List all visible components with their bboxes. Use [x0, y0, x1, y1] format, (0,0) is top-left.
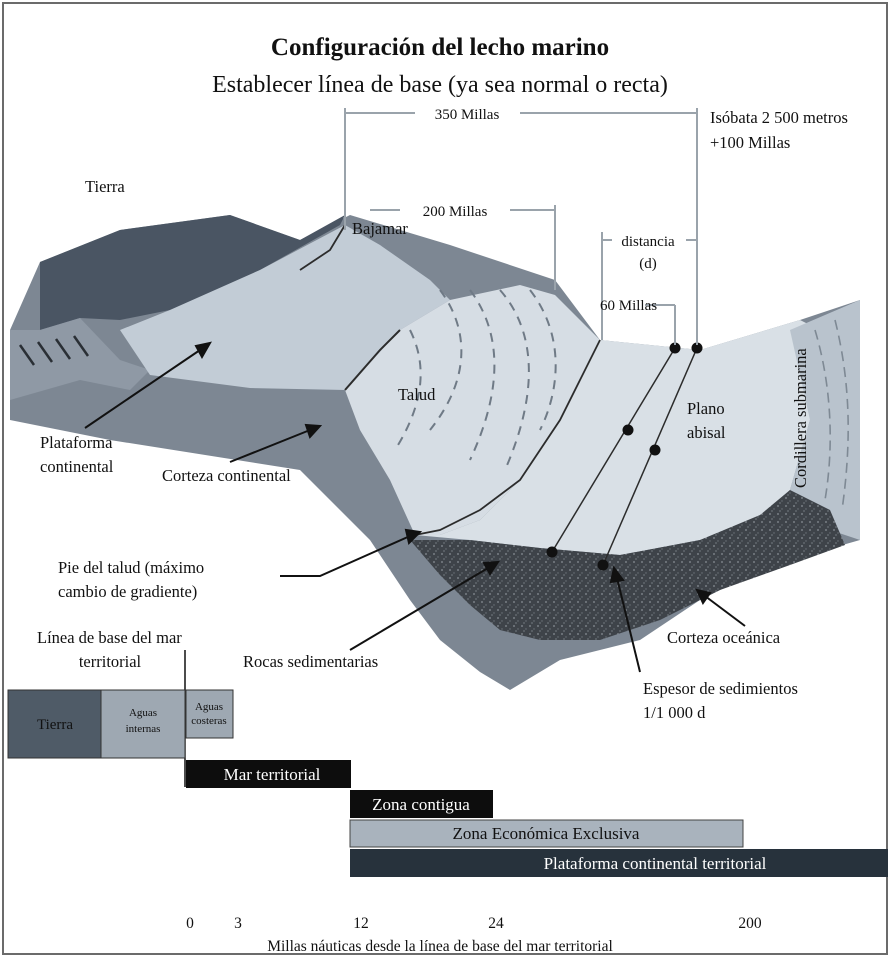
continental-slope	[345, 285, 600, 535]
label-plataforma-2: continental	[40, 457, 114, 476]
point-isobath-top	[691, 342, 703, 354]
zone-tierra-label: Tierra	[37, 717, 73, 733]
point-isobath-foot	[597, 559, 609, 571]
tick-label-3: 3	[234, 915, 242, 932]
point-60-foot	[546, 546, 558, 558]
point-60-top	[669, 342, 681, 354]
zone-plataforma-territorial	[350, 849, 888, 877]
label-plano: Plano	[687, 399, 725, 418]
sixty-miles-line	[551, 347, 676, 553]
label-linea-base-2: territorial	[79, 652, 142, 671]
lowtide-line	[299, 224, 346, 271]
tick-label-24: 24	[488, 915, 504, 932]
label-corteza-continental: Corteza continental	[162, 466, 291, 485]
label-d-symbol: (d)	[639, 256, 657, 272]
zone-aguas-costeras-label-2: costeras	[191, 715, 226, 727]
distance-brackets	[344, 108, 698, 345]
axis-caption: Millas náuticas desde la línea de base d…	[267, 938, 613, 955]
label-pie-talud-1: Pie del talud (máximo	[58, 558, 204, 577]
zone-zee-label: Zona Económica Exclusiva	[453, 824, 640, 843]
land-hatch	[18, 335, 90, 366]
label-talud: Talud	[398, 385, 436, 404]
sedimentary-rocks	[410, 490, 845, 640]
label-60-millas: 60 Millas	[600, 298, 657, 314]
zone-tierra	[7, 689, 102, 759]
diagram-title: Configuración del lecho marino	[271, 34, 609, 61]
zone-mar-territorial-label: Mar territorial	[224, 765, 321, 784]
land-top	[40, 215, 345, 330]
zone-aguas-costeras-label-1: Aguas	[195, 701, 223, 713]
seabed-block	[10, 215, 860, 690]
ridge-contours	[814, 319, 849, 511]
label-tierra: Tierra	[85, 177, 125, 196]
abyssal-plain	[415, 320, 820, 555]
zone-mar-territorial	[186, 760, 351, 788]
point-60-mid	[622, 424, 634, 436]
tick-label-200: 200	[738, 915, 762, 932]
label-distancia: distancia	[621, 234, 675, 250]
zone-aguas-costeras	[185, 689, 234, 739]
zone-aguas-internas-label-1: Aguas	[129, 707, 157, 719]
zone-aguas-internas	[100, 689, 186, 759]
slope-contours	[394, 289, 557, 471]
tick-label-12: 12	[353, 915, 369, 932]
diagram-subtitle: Establecer línea de base (ya sea normal …	[212, 72, 668, 98]
label-pie-talud-2: cambio de gradiente)	[58, 582, 197, 601]
zone-zee	[349, 819, 744, 848]
label-bajamar: Bajamar	[352, 219, 408, 238]
isobath-line	[602, 347, 698, 566]
label-cordillera: Cordillera submarina	[791, 348, 810, 488]
label-linea-base-1: Línea de base del mar	[37, 628, 182, 647]
label-plataforma-1: Plataforma	[40, 433, 113, 452]
zone-aguas-internas-label-2: internas	[126, 723, 161, 735]
point-isobath-mid	[649, 444, 661, 456]
label-espesor-2: 1/1 000 d	[643, 703, 706, 722]
label-rocas: Rocas sedimentarias	[243, 652, 378, 671]
label-350-millas: 350 Millas	[435, 107, 500, 123]
zone-contigua-label: Zona contigua	[372, 795, 470, 814]
label-espesor-1: Espesor de sedimientos	[643, 679, 798, 698]
slope-foot-line	[414, 339, 601, 536]
label-corteza-oceanica: Corteza oceánica	[667, 628, 781, 647]
zone-contigua	[350, 790, 493, 818]
label-200-millas: 200 Millas	[423, 204, 488, 220]
shelf-edge-line	[344, 329, 401, 391]
label-isobata-plus: +100 Millas	[710, 133, 790, 152]
zone-plataforma-territorial-label: Plataforma continental territorial	[544, 854, 767, 873]
tick-label-0: 0	[186, 915, 194, 932]
land-front	[10, 318, 150, 400]
label-isobata: Isóbata 2 500 metros	[710, 108, 848, 127]
leader-arrows	[84, 341, 746, 673]
label-abisal: abisal	[687, 423, 726, 442]
